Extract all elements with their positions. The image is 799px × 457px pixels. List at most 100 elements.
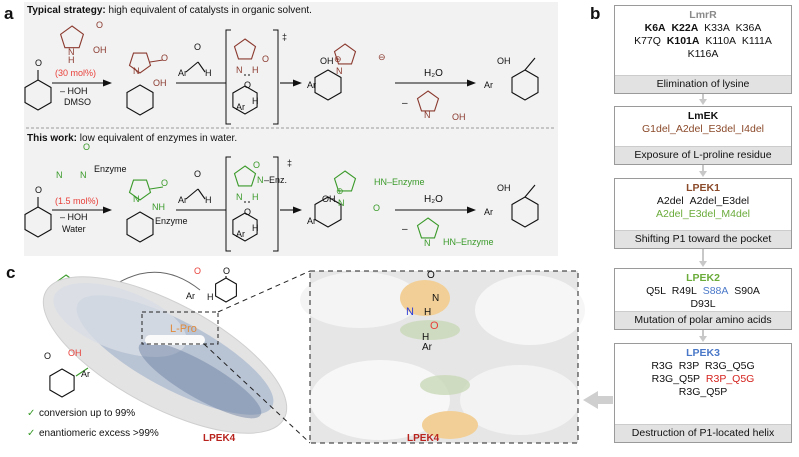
protein-aldehyde-ar: Ar xyxy=(186,291,195,301)
product-stereo-bond xyxy=(75,367,89,377)
zoom-label: LPEK4 xyxy=(407,433,440,444)
zoom-connector-bottom xyxy=(203,343,311,444)
solvent-dmso: DMSO xyxy=(64,97,91,107)
minus-hoh-typical: – HOH xyxy=(60,86,88,96)
step-arrow-stem xyxy=(702,330,704,336)
enzyme-proline-n: N xyxy=(56,170,63,180)
protein-label: LPEK4 xyxy=(203,433,236,444)
catalyst-ring-typical xyxy=(59,25,85,49)
ts-h2: H xyxy=(252,96,259,106)
released-catalyst-ring-enzyme xyxy=(416,217,440,239)
iminium-ring-typical xyxy=(314,69,342,101)
protein-aldehyde-h: H xyxy=(207,292,214,302)
strategy-label: Elimination of lysine xyxy=(615,75,791,93)
product-ring-typical xyxy=(511,69,539,101)
strategy-label: Mutation of polar amino acids xyxy=(615,311,791,329)
enamine-cyclohexene-typical xyxy=(126,84,154,116)
enzyme-proline-o: O xyxy=(83,142,90,152)
ts-ar: Ar xyxy=(236,102,245,112)
active-site-box xyxy=(141,311,219,345)
pointer-arrow xyxy=(583,391,613,409)
aldehyde-h: H xyxy=(205,68,212,78)
product-ar: Ar xyxy=(484,80,493,90)
released-proline-oh: OH xyxy=(452,112,466,122)
protein-aldehyde-o: O xyxy=(194,266,201,276)
reaction-arrow-1-enzyme-head xyxy=(103,206,112,214)
iminium-o: O xyxy=(373,203,380,213)
product-ketone-o: O xyxy=(44,351,51,361)
mutation: K33A xyxy=(698,22,730,34)
mutation-line: A2del_E3del_M4del xyxy=(615,208,791,221)
zoom-n: N xyxy=(406,306,414,318)
iminium-plus-2: ⊕ xyxy=(336,186,344,196)
mutation: K110A xyxy=(699,35,737,47)
protein-surface-lpek4 xyxy=(42,276,288,434)
mutation: K111A xyxy=(736,35,772,47)
reaction-arrow-2-enzyme-head xyxy=(293,206,302,214)
mutation: A2del_E3del_M4del xyxy=(656,208,750,220)
aldehyde-o: O xyxy=(194,42,201,52)
carboxylate-minus: ⊖ xyxy=(378,52,386,62)
hydrolysis-arrow-typical-head xyxy=(467,79,476,87)
step-arrow-stem xyxy=(702,249,704,261)
mutation: K77Q xyxy=(634,35,661,47)
catalyst-loading-typical: (30 mol%) xyxy=(55,68,96,78)
reaction-arrow-2-typical-head xyxy=(293,79,302,87)
ts-o-4: O xyxy=(244,207,251,217)
protein-ketone-o: O xyxy=(223,266,230,276)
iminium-ar: Ar xyxy=(307,80,316,90)
ts-h: H xyxy=(252,65,259,75)
proline-o: O xyxy=(96,20,103,30)
ts-ar-2: Ar xyxy=(236,229,245,239)
ts-chair-enzyme xyxy=(232,212,258,242)
panel-label-a: a xyxy=(4,4,14,23)
scheme-panel-background xyxy=(24,2,558,256)
step-arrow-icon xyxy=(699,336,707,342)
ts-mark: ‡ xyxy=(282,32,287,42)
enamine-enzyme: Enzyme xyxy=(155,216,188,226)
product-ring-enzyme xyxy=(511,196,539,228)
enamine-carbonyl-typical xyxy=(149,59,164,63)
mutation: R3G_Q5P xyxy=(678,386,728,398)
mutation-line: K6A K22A K33A K36A xyxy=(615,22,791,35)
product-oh-2: OH xyxy=(497,183,511,193)
mutation-line: Q5L R49L S88A S90A xyxy=(615,285,791,298)
released-n: N xyxy=(424,238,431,248)
strategy-label: Destruction of P1-located helix xyxy=(615,424,791,442)
iminium-oh: OH xyxy=(320,56,334,66)
released-hn-enzyme: HN–Enzyme xyxy=(443,237,494,247)
iminium-hn: HN–Enzyme xyxy=(374,177,425,187)
mutation-line: R3G R3P R3G_Q5G xyxy=(615,360,791,373)
aldehyde-h-2: H xyxy=(205,195,212,205)
minus-enzyme: – xyxy=(402,224,408,235)
variant-name: LPEK2 xyxy=(686,272,720,284)
panel-label-b: b xyxy=(590,4,600,23)
mutation-line: R3G_Q5P xyxy=(615,386,791,399)
result-ee: enantiomeric excess >99% xyxy=(39,428,159,439)
proline-n: N xyxy=(68,47,75,57)
check-icon: ✓ xyxy=(27,428,35,439)
active-site-label: L-Pro xyxy=(170,323,197,335)
hydrolysis-arrow-enzyme-head xyxy=(467,206,476,214)
mutation: K22A xyxy=(665,22,699,34)
minus-hoh-enzyme: – HOH xyxy=(60,212,88,222)
aldehyde-bond-2-typical xyxy=(197,61,206,73)
solvent-water: Water xyxy=(62,224,86,234)
ts-h-3: H xyxy=(252,192,259,202)
typical-strategy-title: Typical strategy: high equivalent of cat… xyxy=(27,5,312,16)
zoomed-active-site xyxy=(300,271,585,443)
mutation: K101A xyxy=(660,35,700,47)
aldehyde-bond-enzyme xyxy=(185,188,199,200)
ts-bracket-enzyme-right xyxy=(273,156,279,252)
enamine-n-2: N xyxy=(133,194,140,204)
mutation: G1del_A2del_E3del_I4del xyxy=(641,123,765,135)
mutation: A2del_E3del xyxy=(683,195,750,207)
aldehyde-bond-2-enzyme xyxy=(197,188,206,200)
ts-o-3: O xyxy=(253,160,260,170)
mutation: K36A xyxy=(729,22,762,34)
enamine-nh: NH xyxy=(152,202,165,212)
